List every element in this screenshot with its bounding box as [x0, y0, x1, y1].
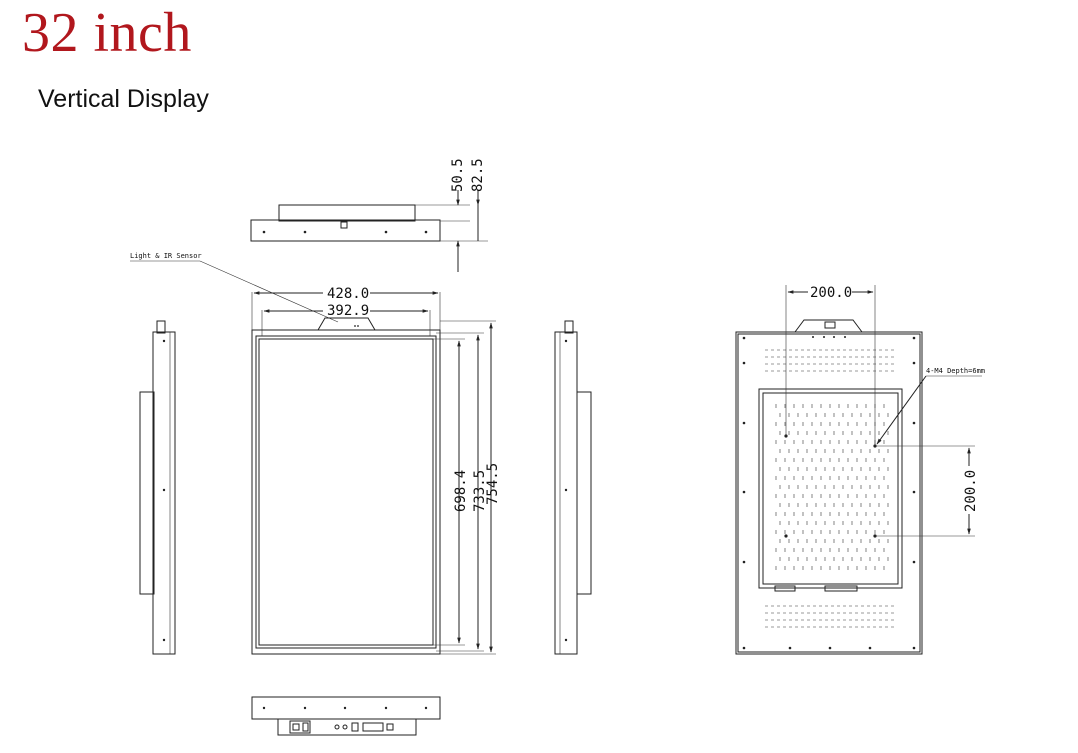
rear-vent-bottom — [765, 605, 894, 628]
dim-vesa-vertical: 200.0 — [963, 470, 979, 512]
dim-width-outer: 428.0 — [327, 286, 369, 302]
page-subtitle: Vertical Display — [38, 85, 209, 113]
top-view-frame — [250, 219, 441, 242]
dim-vesa-horizontal: 200.0 — [810, 285, 852, 301]
screw-note: 4-M4 Depth=6mm — [926, 367, 985, 375]
page-title: 32 inch — [22, 2, 192, 64]
dim-height-active: 698.4 — [453, 470, 469, 512]
dim-width-inner: 392.9 — [327, 303, 369, 319]
dim-height-bezel: 733.5 — [472, 470, 488, 512]
front-screen-active — [258, 338, 434, 646]
left-side-view — [139, 320, 176, 655]
vesa-hole-bl — [784, 534, 788, 538]
rear-back-box — [758, 388, 903, 589]
sensor-label: Light & IR Sensor — [130, 252, 202, 260]
dim-depth-b: 82.5 — [470, 158, 486, 192]
dim-depth-a: 50.5 — [450, 158, 466, 192]
front-bezel — [251, 329, 441, 655]
rear-vent-top — [765, 349, 894, 372]
bottom-view — [251, 696, 441, 736]
rear-vent-center — [775, 404, 889, 570]
top-view: 50.5 82.5 — [250, 158, 488, 272]
top-view-back-box — [278, 204, 416, 222]
rear-top-bracket — [794, 319, 863, 333]
right-side-view — [554, 320, 592, 655]
sensor-bump — [317, 317, 376, 331]
rear-frame — [735, 331, 923, 655]
rear-view: 200.0 200.0 4-M4 Depth=6mm — [735, 285, 985, 655]
front-screen-outer — [255, 335, 437, 649]
front-view: 428.0 392.9 698.4 733.5 754.5 — [251, 286, 501, 655]
dim-height-total: 754.5 — [485, 463, 501, 505]
